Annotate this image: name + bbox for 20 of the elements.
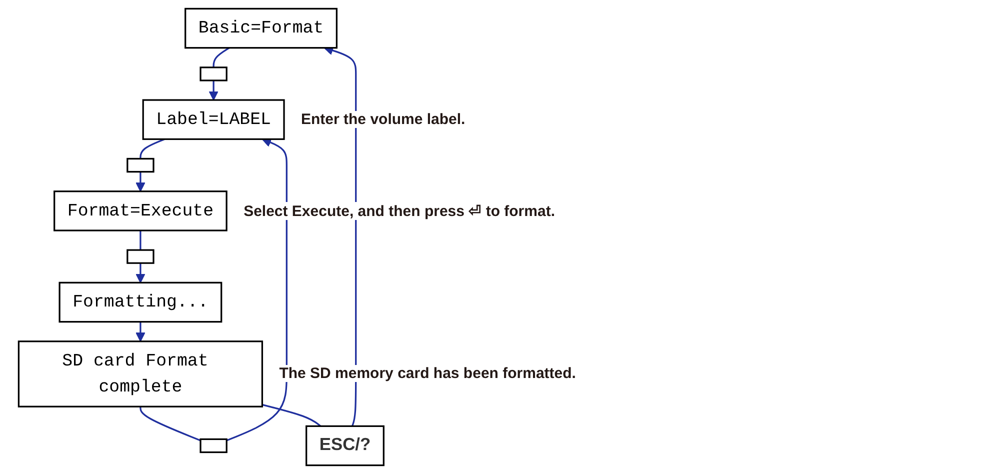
arrow — [136, 172, 146, 192]
node-box — [126, 158, 154, 173]
node-box: Label=LABEL — [142, 99, 285, 140]
node-box — [126, 249, 154, 264]
arrow — [136, 322, 146, 342]
connector — [140, 138, 166, 159]
connector — [140, 230, 142, 250]
node-box: ESC/? — [306, 425, 384, 466]
node-box: Format=Execute — [54, 190, 228, 232]
node-box: SD card Format complete — [18, 340, 264, 408]
node-box — [200, 66, 228, 82]
node-box: Formatting... — [58, 282, 222, 323]
arrow — [208, 80, 218, 100]
arrow — [226, 138, 288, 442]
node-box — [200, 438, 228, 454]
connector — [262, 404, 322, 427]
connector — [212, 47, 230, 68]
arrow — [136, 263, 146, 284]
node-box: Basic=Format — [184, 8, 338, 49]
connector — [140, 406, 201, 442]
